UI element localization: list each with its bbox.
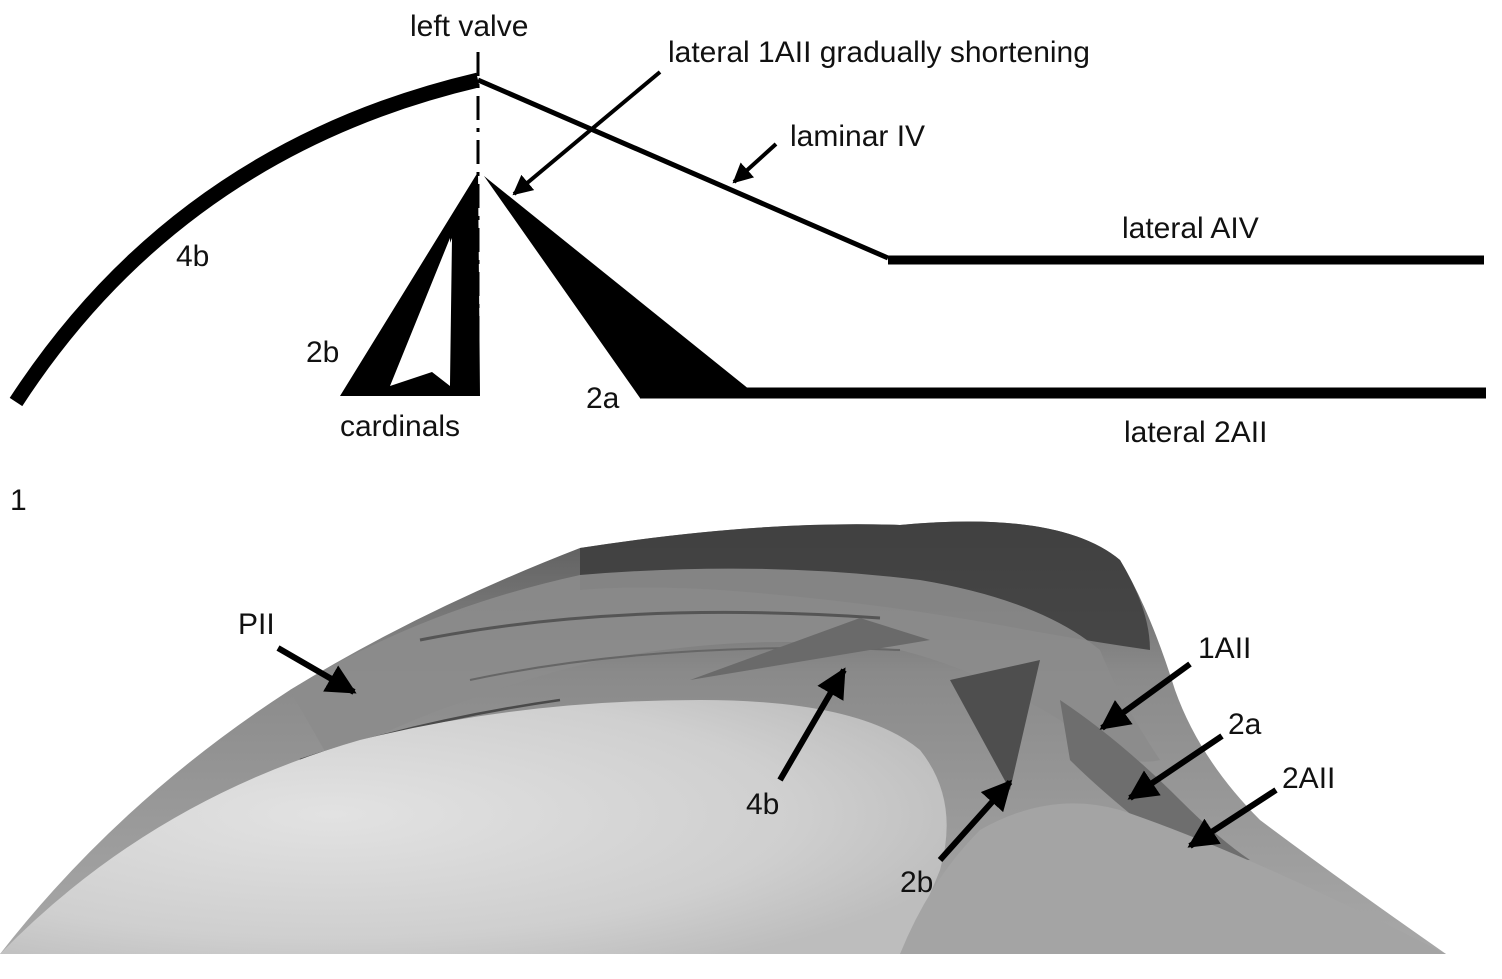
tooth-2a-triangle — [484, 176, 760, 398]
arrow-4b — [777, 667, 847, 782]
hinge-diagram: left valve lateral 1AII gradually shorte… — [9, 10, 1486, 517]
label-lateral-aiv: lateral AIV — [1122, 212, 1259, 245]
label-lateral-2aii: lateral 2AII — [1124, 416, 1267, 449]
label-lateral-1aii: lateral 1AII gradually shortening — [668, 36, 1090, 69]
tooth-4b-photo — [690, 618, 930, 680]
cardinal-2b-shape — [340, 172, 480, 396]
label-4b: 4b — [176, 240, 209, 273]
arrow-pii — [276, 645, 357, 695]
cardinal-2b-hollow — [392, 238, 452, 384]
groove-1 — [419, 610, 881, 642]
arrow-2b — [937, 779, 1013, 863]
shell-photo: PII 1AII 2a 2AII 4b 2b — [0, 521, 1446, 954]
photo-label-2aii: 2AII — [1282, 762, 1335, 795]
hinge-plate — [290, 568, 1160, 762]
figure-number: 1 — [10, 484, 27, 517]
tooth-4b-arc — [9, 72, 480, 407]
photo-label-2b: 2b — [900, 866, 933, 899]
photo-label-4b: 4b — [746, 788, 779, 821]
label-left-valve: left valve — [410, 10, 528, 43]
photo-label-pii: PII — [238, 608, 275, 641]
shell-lower-right — [900, 803, 1446, 954]
photo-label-1aii: 1AII — [1198, 632, 1251, 665]
arrow-1aii — [1099, 661, 1192, 731]
shell-interior — [0, 700, 947, 954]
label-laminar-iv: laminar IV — [790, 120, 925, 153]
arrow-2aii — [1187, 787, 1278, 849]
label-cardinals: cardinals — [340, 410, 460, 443]
arrow-laminar-iv — [732, 142, 778, 184]
label-2b: 2b — [306, 336, 339, 369]
label-2a: 2a — [586, 382, 620, 415]
arrow-2a — [1127, 733, 1224, 801]
laminar-iv-line — [477, 77, 889, 261]
arrow-lateral-1aii — [512, 70, 662, 196]
photo-label-2a: 2a — [1228, 708, 1262, 741]
cardinal-cone — [950, 660, 1040, 790]
